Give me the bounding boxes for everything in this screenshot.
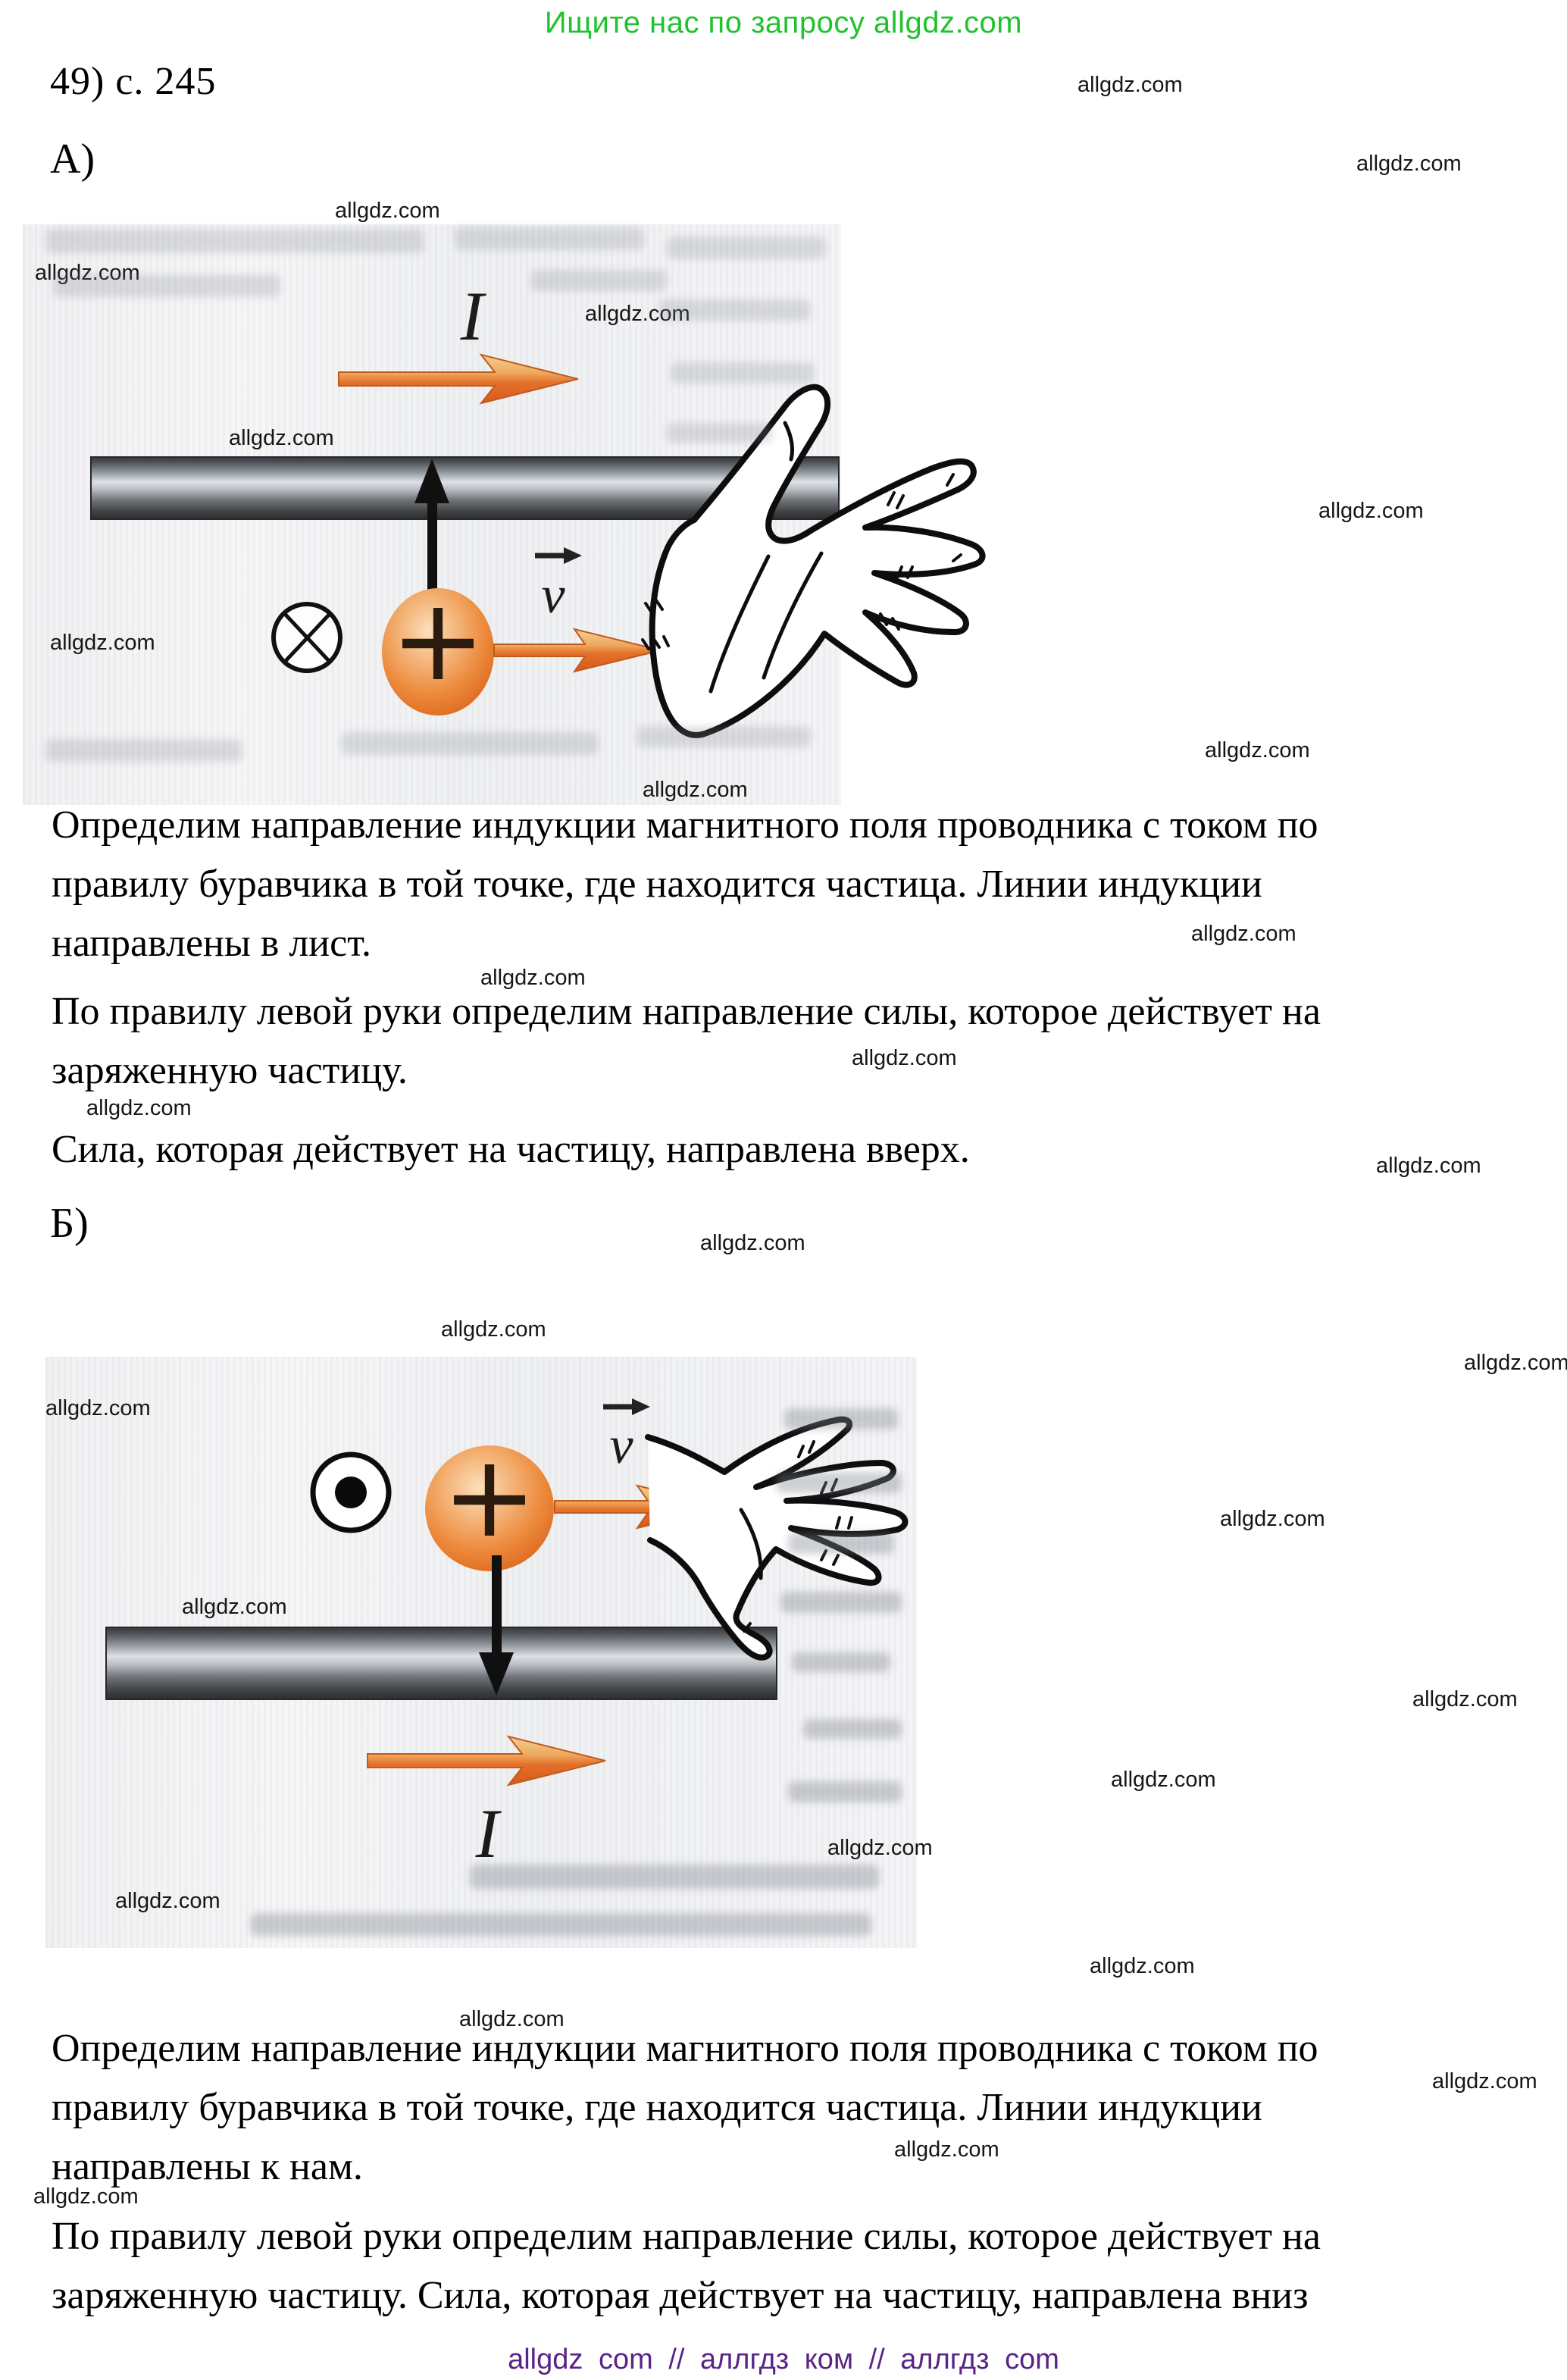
watermark: allgdz.com (45, 1396, 151, 1420)
watermark: allgdz.com (50, 631, 155, 655)
blurred-scan-text (636, 726, 811, 747)
field-into-page-icon (271, 602, 342, 673)
velocity-arrow-a (493, 628, 662, 673)
watermark: allgdz.com (585, 302, 690, 326)
paragraph-line: направлены к нам. (52, 2145, 363, 2188)
field-out-of-page-icon (310, 1451, 392, 1533)
paragraph-line: правилу буравчика в той точке, где наход… (52, 2086, 1262, 2129)
blurred-scan-text (341, 732, 599, 755)
paragraph-b1: Определим направление индукции магнитног… (52, 2019, 1318, 2197)
svg-text:v: v (609, 1417, 633, 1475)
charge-sign-b: + (442, 1431, 537, 1563)
paragraph-line: Сила, которая действует на частицу, напр… (52, 1128, 970, 1171)
blurred-scan-text (777, 1472, 902, 1493)
paragraph-line: По правилу левой руки определим направле… (52, 2215, 1321, 2258)
part-a-label: А) (50, 136, 95, 183)
diagram-b: + v I (105, 1398, 909, 1872)
current-arrow-b (367, 1735, 606, 1787)
watermark: allgdz.com (1078, 73, 1183, 97)
watermark: allgdz.com (115, 1889, 221, 1913)
watermark: allgdz.com (335, 199, 440, 223)
paragraph-line: направлены в лист. (52, 922, 372, 965)
watermark: allgdz.com (229, 426, 334, 450)
blurred-scan-text (671, 362, 815, 384)
paragraph-a3: Сила, которая действует на частицу, напр… (52, 1120, 970, 1179)
watermark: allgdz.com (1205, 738, 1310, 763)
watermark: allgdz.com (35, 261, 140, 285)
paragraph-b2: По правилу левой руки определим направле… (52, 2207, 1321, 2325)
watermark: allgdz.com (852, 1046, 957, 1070)
watermark: allgdz.com (1412, 1687, 1518, 1711)
watermark: allgdz.com (33, 2184, 139, 2209)
promo-banner: Ищите нас по запросу allgdz.com (544, 6, 1023, 39)
footer-sites: allgdz com // аллгдз ком // аллгдз com (508, 2344, 1059, 2375)
current-arrow-a (338, 353, 579, 405)
watermark: allgdz.com (86, 1096, 192, 1120)
watermark: allgdz.com (182, 1595, 287, 1619)
blurred-scan-text (659, 299, 811, 321)
blurred-scan-text (780, 1592, 902, 1613)
watermark: allgdz.com (827, 1836, 933, 1860)
task-number: 49) с. 245 (50, 60, 217, 103)
blurred-scan-text (250, 1913, 871, 1936)
watermark: allgdz.com (1356, 152, 1462, 176)
conductor-rod-b (105, 1627, 777, 1700)
paragraph-line: заряженную частицу. Сила, которая действ… (52, 2274, 1309, 2317)
watermark: allgdz.com (1432, 2069, 1537, 2093)
blurred-scan-text (792, 1652, 890, 1672)
paragraph-line: Определим направление индукции магнитног… (52, 2027, 1318, 2070)
blurred-scan-text (788, 1533, 894, 1554)
blurred-scan-text (784, 1408, 898, 1430)
paragraph-line: Определим направление индукции магнитног… (52, 803, 1318, 847)
blurred-scan-text (667, 423, 773, 443)
force-arrow-up (414, 459, 449, 599)
blurred-scan-text (667, 236, 826, 259)
watermark: allgdz.com (643, 778, 748, 802)
watermark: allgdz.com (700, 1231, 805, 1255)
velocity-label-b: v (603, 1398, 650, 1475)
watermark: allgdz.com (1111, 1768, 1216, 1792)
watermark: allgdz.com (1090, 1954, 1195, 1978)
charged-particle-b: + (425, 1431, 554, 1571)
watermark: allgdz.com (1220, 1507, 1325, 1531)
diagram-a: I + v (90, 277, 986, 738)
charged-particle-a: + (382, 575, 494, 716)
watermark: allgdz.com (459, 2007, 565, 2031)
blurred-scan-text (470, 1865, 879, 1889)
watermark: allgdz.com (1376, 1154, 1481, 1178)
left-hand-a (641, 384, 986, 738)
watermark: allgdz.com (1464, 1351, 1567, 1375)
part-b-label: Б) (50, 1200, 89, 1247)
force-arrow-down (479, 1555, 514, 1696)
blurred-scan-text (455, 227, 644, 250)
left-hand-b (645, 1416, 909, 1661)
watermark: allgdz.com (1318, 499, 1424, 523)
paragraph-a2: По правилу левой руки определим направле… (52, 982, 1321, 1101)
paragraph-line: По правилу левой руки определим направле… (52, 990, 1321, 1033)
watermark: allgdz.com (894, 2137, 999, 2162)
current-label-a: I (460, 277, 487, 355)
blurred-scan-text (788, 1781, 902, 1802)
blurred-scan-text (53, 274, 280, 297)
current-label-b: I (475, 1795, 502, 1872)
paragraph-line: правилу буравчика в той точке, где наход… (52, 863, 1262, 906)
watermark: allgdz.com (441, 1317, 546, 1342)
paragraph-line: заряженную частицу. (52, 1049, 408, 1092)
blurred-scan-text (530, 270, 667, 291)
watermark: allgdz.com (1191, 922, 1296, 946)
blurred-scan-text (803, 1719, 902, 1739)
watermark: allgdz.com (480, 966, 586, 990)
paragraph-a1: Определим направление индукции магнитног… (52, 796, 1318, 973)
velocity-label-a: v (535, 547, 582, 625)
blurred-scan-text (45, 739, 242, 762)
charge-sign-a: + (390, 575, 486, 706)
svg-text:v: v (541, 566, 565, 625)
blurred-scan-text (45, 229, 424, 253)
